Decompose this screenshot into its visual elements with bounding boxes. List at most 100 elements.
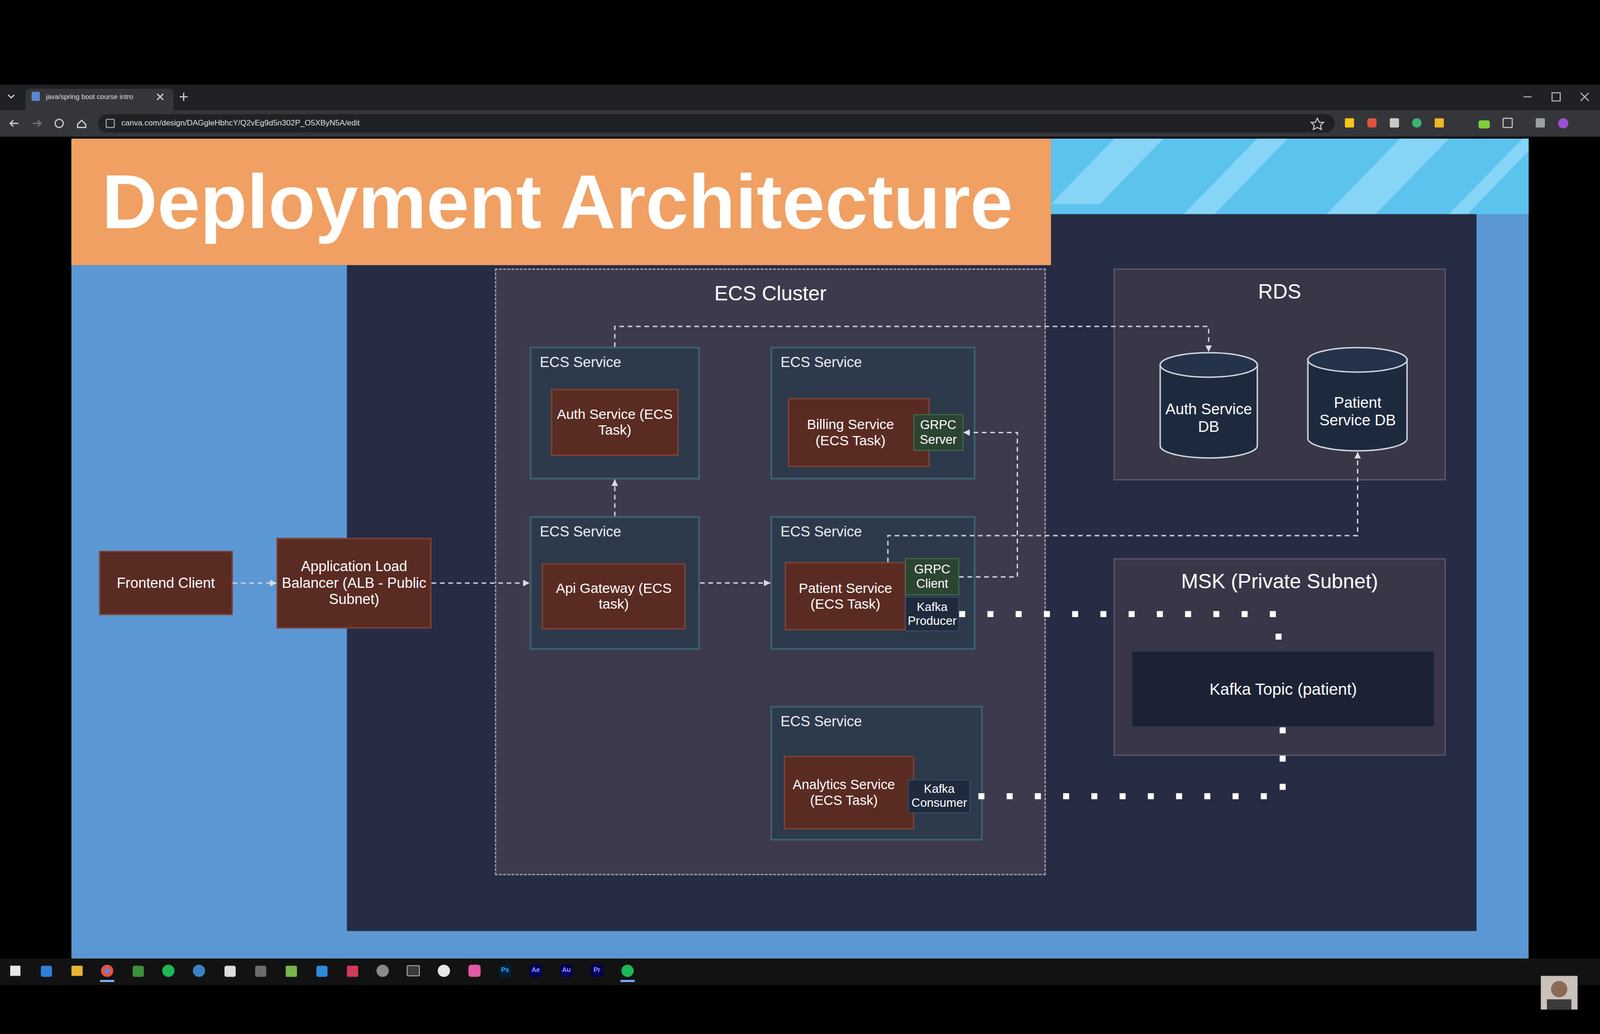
request-arrow: [613, 479, 616, 517]
database-cylinder: Patient Service DB: [1306, 346, 1408, 452]
close-window: [1580, 92, 1589, 101]
tab-close: [156, 93, 163, 100]
cluster-region: Auth Service (ECS Task)ECS ServiceBillin…: [494, 268, 1046, 876]
service-box: Analytics Service (ECS Task)Kafka Consum…: [770, 706, 983, 841]
app-icon: [104, 968, 110, 974]
node-label: Patient Service DB: [1306, 392, 1408, 432]
slide-title: Deployment Architecture: [101, 157, 1013, 247]
node-label: Analytics Service (ECS Task): [785, 775, 903, 811]
task-box: Billing Service (ECS Task): [787, 398, 930, 468]
app-badge: Au: [556, 966, 576, 974]
new-tab: [179, 92, 188, 101]
grpc-badge: GRPC Client: [905, 558, 960, 596]
app-icon: [100, 964, 113, 977]
node-label: Api Gateway (ECS task): [543, 578, 685, 615]
kafka-stream: [970, 727, 1283, 797]
cylinder-top: [1160, 352, 1258, 378]
extension-icon: [1535, 118, 1545, 128]
task-box: Analytics Service (ECS Task): [783, 756, 915, 830]
webcam-face: [1550, 981, 1568, 998]
slide-ground: [71, 138, 1529, 959]
site-info: [106, 119, 115, 128]
decor-stripe: [1326, 138, 1449, 215]
bookmark-star: [1311, 118, 1324, 130]
node-label: Kafka Consumer: [908, 781, 970, 812]
node-label: Application Load Balancer (ALB - Public …: [277, 556, 431, 610]
app-icon: [346, 965, 358, 977]
title-holder: Deployment Architecture: [101, 138, 1047, 266]
decor-band: [1050, 138, 1529, 215]
extension-icon: [1344, 118, 1355, 128]
client-box: Frontend Client: [99, 550, 233, 616]
broker-group: Kafka Topic (patient)MSK (Private Subnet…: [1113, 558, 1447, 757]
reload-button: [55, 119, 64, 128]
grpc-call: [959, 432, 1018, 578]
home-button: [77, 120, 87, 128]
node-label: Frontend Client: [112, 573, 219, 594]
profile-avatar: [1558, 118, 1569, 129]
extensions-menu: [1503, 118, 1513, 128]
app-icon: [621, 964, 634, 977]
load-balancer-box: Application Load Balancer (ALB - Public …: [276, 537, 432, 629]
active-indicator: [620, 980, 635, 982]
request-arrow: [232, 582, 277, 584]
app-icon: [193, 964, 206, 977]
group-heading: MSK (Private Subnet): [1119, 569, 1441, 594]
database-group: Auth Service DBPatient Service DBRDS: [1113, 268, 1447, 481]
active-tab: [25, 88, 174, 111]
omnibox: [98, 114, 1335, 133]
app-icon: [468, 964, 481, 977]
title-banner: [71, 138, 1051, 266]
request-arrow: [700, 582, 771, 584]
webcam-shirt: [1546, 999, 1572, 1010]
database-cylinder: Auth Service DB: [1159, 351, 1259, 459]
app-badge: Pr: [587, 966, 607, 974]
tab-strip: [0, 84, 1600, 111]
app-badge: Ps: [495, 966, 515, 974]
service-box: Api Gateway (ECS task)ECS Service: [529, 516, 700, 650]
grpc-badge: GRPC Server: [913, 414, 964, 451]
node-label: Auth Service (ECS Task): [552, 404, 678, 441]
group-heading: ECS Service: [780, 354, 966, 371]
node-label: Patient Service (ECS Task): [786, 578, 905, 615]
app-icon: [132, 965, 144, 977]
app-icon: [437, 964, 450, 977]
minimize: [1523, 96, 1532, 98]
app-icon: [255, 965, 267, 977]
app-icon: [316, 965, 328, 977]
database-link: [887, 451, 1358, 563]
node-label: GRPC Server: [914, 417, 963, 448]
group-heading: ECS Cluster: [500, 281, 1040, 306]
kafka-badge: Kafka Consumer: [907, 779, 971, 814]
node-label: Auth Service DB: [1159, 398, 1259, 438]
webcam-thumbnail: [1540, 975, 1578, 1010]
app-icon: [406, 965, 419, 976]
task-box: Api Gateway (ECS task): [541, 563, 686, 630]
decor-stripe: [1183, 138, 1288, 215]
app-icon: [376, 964, 389, 977]
app-icon: [40, 965, 52, 977]
group-heading: ECS Service: [539, 354, 690, 371]
app-icon: [224, 965, 236, 977]
decor-stripe: [1050, 138, 1163, 205]
extension-icon: [1389, 118, 1400, 128]
extension-icon: [1367, 118, 1377, 128]
node-label: GRPC Client: [906, 561, 959, 593]
database-link: [614, 326, 1209, 352]
group-heading: ECS Service: [780, 713, 973, 731]
service-box: Auth Service (ECS Task) ECS Service: [529, 346, 700, 480]
taskbar-icons: [10, 964, 635, 982]
forward-button: [32, 120, 42, 127]
extension-icon: [1434, 118, 1444, 128]
tab-menu: [8, 94, 15, 99]
start-icon: [10, 965, 21, 976]
service-box: Patient Service (ECS Task)GRPC ClientKaf…: [770, 516, 976, 650]
back-button: [10, 120, 19, 127]
app-icon: [285, 965, 297, 977]
address-url: canva.com/design/DAGgleHbhcY/Q2vEg9d5n30…: [121, 118, 360, 128]
request-arrow: [431, 582, 530, 584]
diagram-panel: [346, 214, 1477, 932]
